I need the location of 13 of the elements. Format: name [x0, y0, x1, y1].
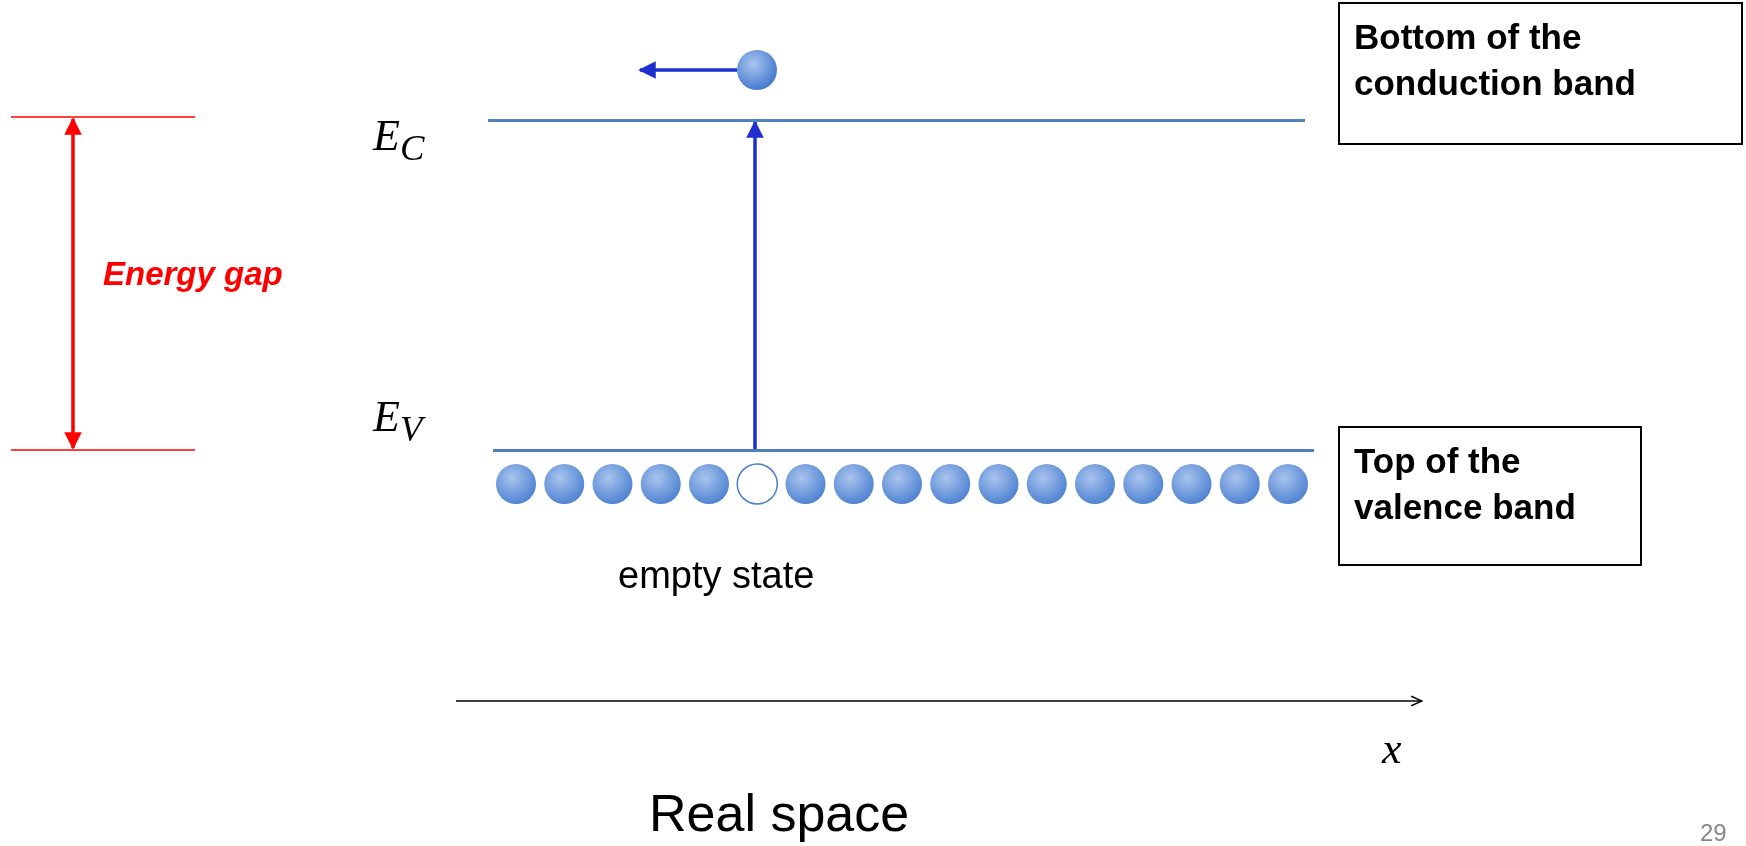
arrow	[638, 61, 737, 79]
text-box: Top of the valence band	[1338, 426, 1642, 566]
caption-text: Real space	[649, 785, 910, 843]
arrow	[746, 120, 764, 449]
axis-label: x	[1382, 725, 1402, 774]
energy-level-line	[488, 119, 1305, 122]
electron-ball	[737, 50, 777, 90]
energy-level-line	[493, 449, 1314, 452]
text-box: Bottom of the conduction band	[1338, 2, 1743, 145]
gap-label: Energy gap	[103, 256, 283, 293]
page-number: 29	[1700, 820, 1727, 846]
energy-label: E$_{C}$	[373, 112, 425, 169]
caption-text: empty state	[618, 555, 815, 597]
